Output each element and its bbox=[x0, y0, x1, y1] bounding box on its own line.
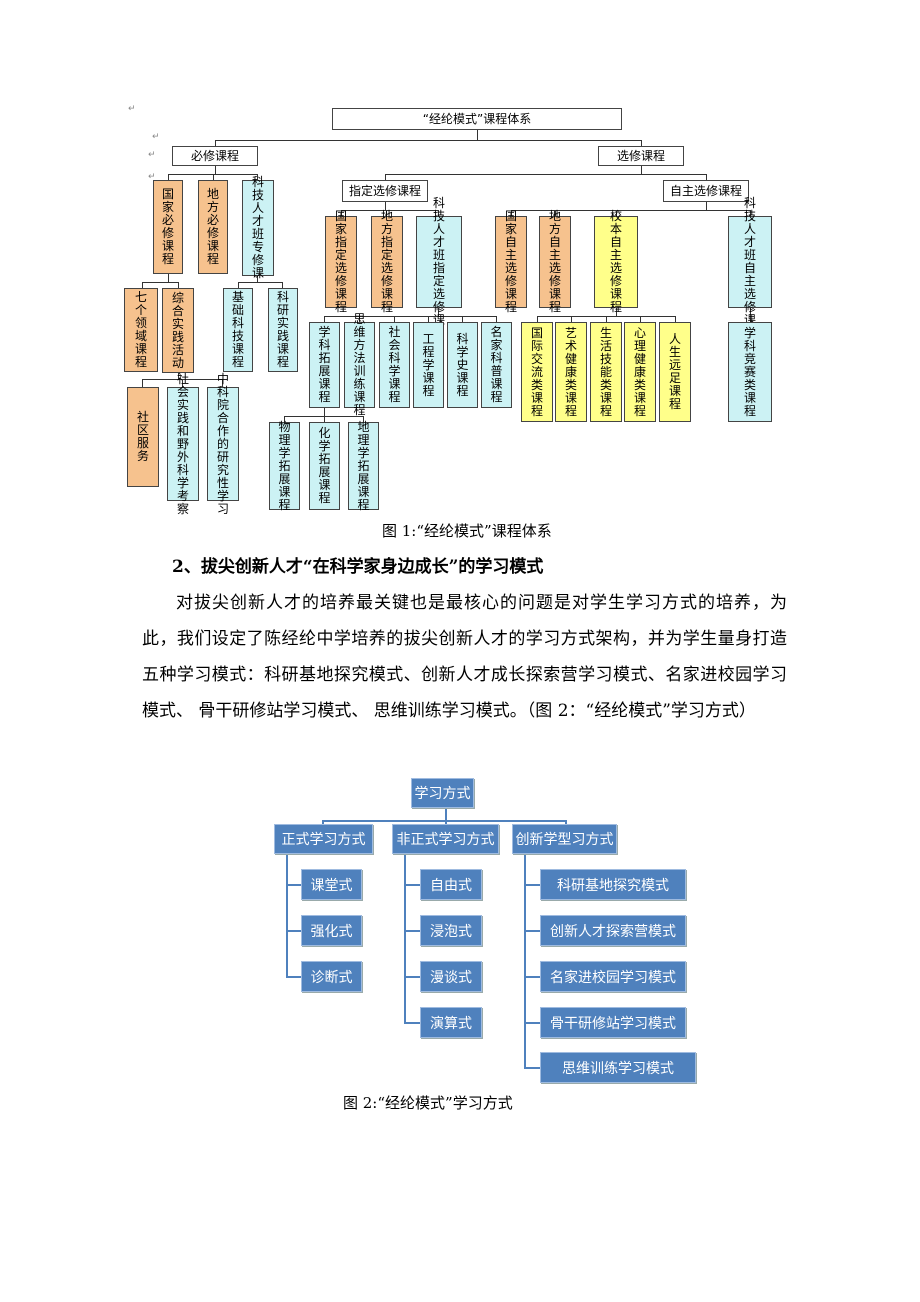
national-assigned-elective: 国家指定选修课程 bbox=[325, 210, 357, 314]
geography-extension-course: 地理学拓展课程 bbox=[348, 420, 379, 511]
seven-domains-course: 七个领域课程 bbox=[124, 288, 158, 372]
informal-mode: 演算式 bbox=[420, 1007, 482, 1038]
tech-class-required-course: 科技人才班专修课 bbox=[242, 176, 274, 280]
school-free-elective: 校本自主选修课程 bbox=[594, 210, 638, 314]
required-courses: 必修课程 bbox=[172, 146, 258, 166]
section-paragraph: 对拔尖创新人才的培养最关键也是最核心的问题是对学生学习方式的培养，为此，我们设定… bbox=[142, 593, 787, 721]
national-required-course: 国家必修课程 bbox=[153, 180, 183, 274]
national-free-elective: 国家自主选修课程 bbox=[495, 210, 527, 314]
paragraph-mark: ↵ bbox=[148, 150, 156, 160]
innovative-learning: 创新学型习方式 bbox=[512, 824, 617, 854]
tech-class-free-elective: 科技人才班自主选修课 bbox=[728, 197, 772, 327]
innovative-mode: 名家进校园学习模式 bbox=[540, 961, 686, 992]
formal-learning: 正式学习方式 bbox=[274, 824, 373, 854]
learning-modes-root: 学习方式 bbox=[411, 778, 474, 808]
innovative-mode: 骨干研修站学习模式 bbox=[540, 1007, 686, 1038]
subject-extension-course: 学科拓展课程 bbox=[309, 322, 340, 408]
international-exchange-course: 国际交流类课程 bbox=[521, 322, 553, 422]
popular-science-course: 名家科普课程 bbox=[481, 322, 512, 408]
formal-mode: 诊断式 bbox=[301, 961, 362, 992]
assigned-elective-courses: 指定选修课程 bbox=[342, 180, 428, 202]
arts-health-course: 艺术健康类课程 bbox=[555, 322, 587, 422]
course-system-root: “经纶模式”课程体系 bbox=[332, 108, 622, 130]
life-skills-course: 生活技能类课程 bbox=[590, 322, 622, 422]
mental-health-course: 心理健康类课程 bbox=[624, 322, 656, 422]
subject-competition-course: 学科竞赛类课程 bbox=[728, 322, 772, 422]
innovative-mode: 思维训练学习模式 bbox=[540, 1052, 696, 1083]
history-of-science-course: 科学史课程 bbox=[447, 322, 478, 408]
research-practice-course: 科研实践课程 bbox=[268, 288, 298, 372]
free-elective-courses: 自主选修课程 bbox=[663, 180, 749, 202]
paragraph-mark: ↵ bbox=[128, 104, 136, 114]
physics-extension-course: 物理学拓展课程 bbox=[269, 420, 300, 511]
innovative-mode: 科研基地探究模式 bbox=[540, 869, 686, 900]
life-excursion-course: 人生远足课程 bbox=[659, 322, 691, 422]
local-required-course: 地方必修课程 bbox=[198, 180, 228, 274]
social-science-course: 社会科学课程 bbox=[379, 322, 410, 408]
social-practice-field-study: 社会实践和野外科学考察 bbox=[167, 372, 199, 515]
basic-tech-course: 基础科技课程 bbox=[223, 288, 253, 372]
innovative-mode: 创新人才探索营模式 bbox=[540, 915, 686, 946]
paragraph-mark: ↵ bbox=[148, 172, 156, 182]
informal-mode: 浸泡式 bbox=[420, 915, 482, 946]
local-free-elective: 地方自主选修课程 bbox=[539, 210, 571, 314]
paragraph-mark: ↵ bbox=[152, 132, 160, 142]
engineering-course: 工程学课程 bbox=[413, 322, 444, 408]
formal-mode: 强化式 bbox=[301, 915, 362, 946]
cas-research-study: 中科院合作的研究性学习 bbox=[207, 372, 239, 515]
informal-mode: 漫谈式 bbox=[420, 961, 482, 992]
tech-class-assigned-elective: 科技人才班指定选修课 bbox=[416, 197, 462, 327]
figure-2-caption: 图 2:“经纶模式”学习方式 bbox=[343, 1094, 513, 1112]
elective-courses: 选修课程 bbox=[598, 146, 684, 166]
chemistry-extension-course: 化学拓展课程 bbox=[309, 422, 340, 510]
informal-mode: 自由式 bbox=[420, 869, 482, 900]
thinking-method-course: 思维方法训练课程 bbox=[344, 313, 375, 417]
informal-learning: 非正式学习方式 bbox=[392, 824, 499, 854]
section-heading: 2、拔尖创新人才“在科学家身边成长”的学习模式 bbox=[172, 557, 544, 577]
formal-mode: 课堂式 bbox=[301, 869, 362, 900]
comprehensive-practice: 综合实践活动 bbox=[162, 288, 194, 373]
community-service: 社区服务 bbox=[127, 387, 159, 487]
local-assigned-elective: 地方指定选修课程 bbox=[371, 210, 403, 314]
figure-1-caption: 图 1:“经纶模式”课程体系 bbox=[382, 522, 552, 540]
